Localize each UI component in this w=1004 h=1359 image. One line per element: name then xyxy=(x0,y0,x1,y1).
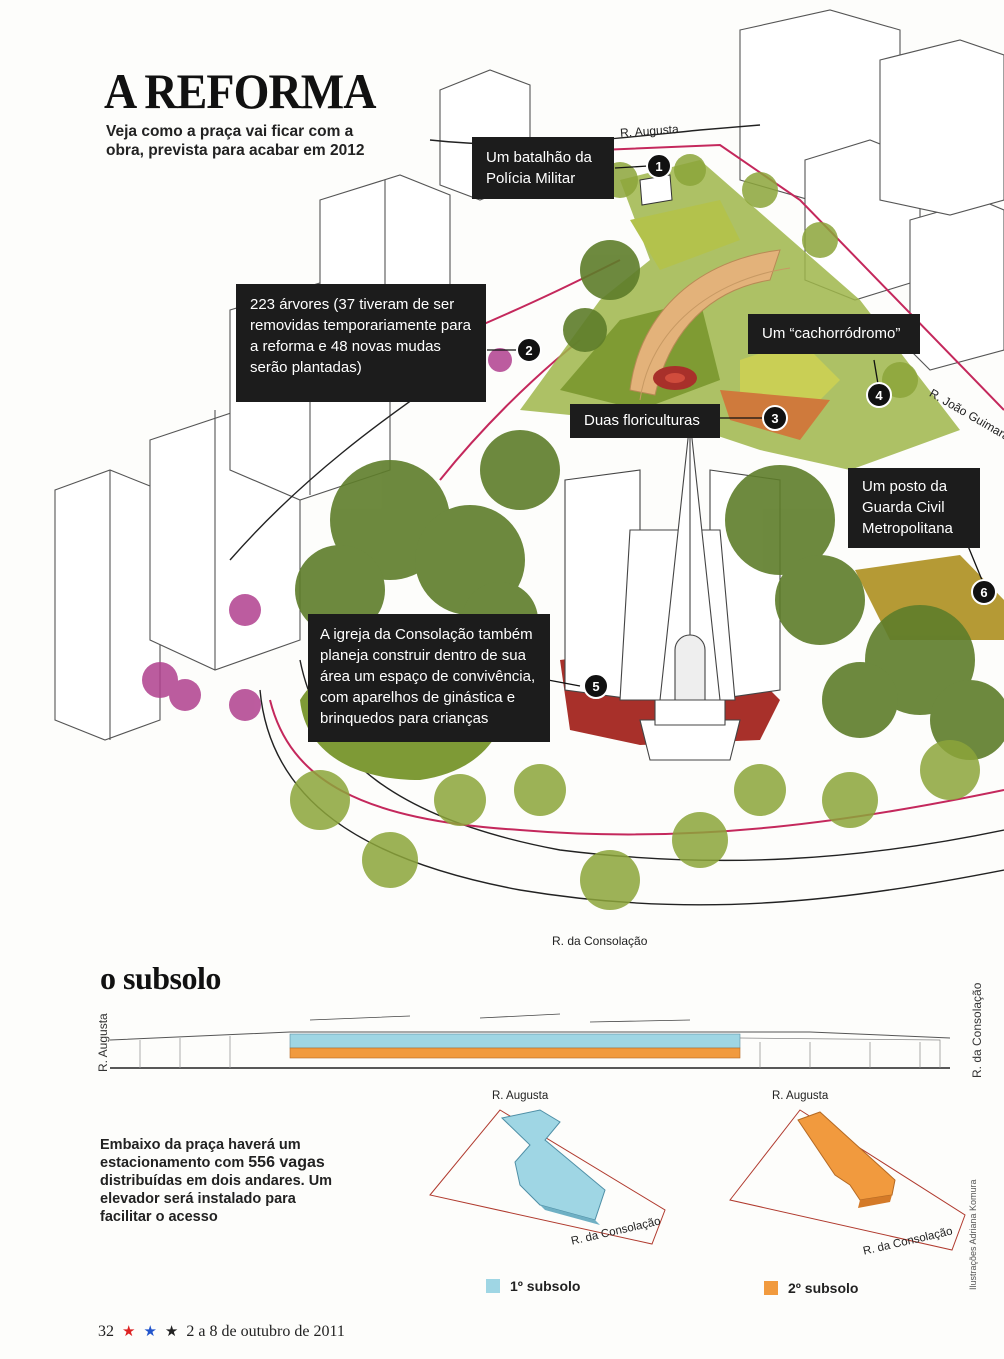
plan-1-subsolo xyxy=(429,1109,666,1245)
callout-floriculturas: Duas floriculturas xyxy=(570,404,720,438)
callout-cachorrodromo: Um “cachorródromo” xyxy=(748,314,920,354)
illustration-credit: Ilustrações Adriana Komura xyxy=(968,1179,978,1290)
callout-number-6: 6 xyxy=(971,579,997,605)
callout-igreja: A igreja da Consolação também planeja co… xyxy=(308,614,550,742)
legend-2-subsolo: 2º subsolo xyxy=(764,1280,858,1296)
street-trees xyxy=(290,154,980,910)
vagas-count: 556 vagas xyxy=(248,1154,325,1171)
street-label-consolacao: R. da Consolação xyxy=(552,934,648,948)
section-label-consolacao: R. da Consolação xyxy=(970,982,984,1078)
page-footer: 32 ★ ★ ★ 2 a 8 de outubro de 2011 xyxy=(98,1322,345,1341)
callout-number-1: 1 xyxy=(646,153,672,179)
callout-guarda-civil: Um posto da Guarda Civil Metropolitana xyxy=(848,468,980,548)
trees xyxy=(295,240,1004,760)
issue-date: 2 a 8 de outubro de 2011 xyxy=(186,1322,345,1340)
legend-swatch-1 xyxy=(486,1279,500,1293)
callout-number-5: 5 xyxy=(583,673,609,699)
subsolo-title: o subsolo xyxy=(100,960,221,996)
star-icon: ★ xyxy=(122,1324,136,1340)
page-number: 32 xyxy=(98,1322,114,1340)
callout-arvores: 223 árvores (37 tiveram de ser removidas… xyxy=(236,284,486,402)
callout-number-4: 4 xyxy=(866,382,892,408)
callout-batalhao: Um batalhão da Polícia Militar xyxy=(472,137,614,199)
page-title: A REFORMA xyxy=(104,63,376,119)
callout-number-2: 2 xyxy=(516,337,542,363)
legend-1-subsolo: 1º subsolo xyxy=(486,1278,580,1294)
plan1-label-augusta: R. Augusta xyxy=(492,1090,549,1102)
callout-number-3: 3 xyxy=(762,405,788,431)
legend-swatch-2 xyxy=(764,1281,778,1295)
subsolo-section-diagram xyxy=(110,1013,950,1069)
star-icon: ★ xyxy=(143,1324,157,1340)
section-label-augusta: R. Augusta xyxy=(96,1013,110,1072)
subsolo-description: Embaixo da praça haverá um estacionament… xyxy=(100,1137,333,1225)
page-subtitle: Veja como a praça vai ficar com a obra, … xyxy=(106,123,365,159)
blossom-trees xyxy=(142,348,512,721)
plan2-label-augusta: R. Augusta xyxy=(772,1090,829,1102)
plan-2-subsolo xyxy=(729,1109,966,1251)
star-icon: ★ xyxy=(164,1324,179,1340)
